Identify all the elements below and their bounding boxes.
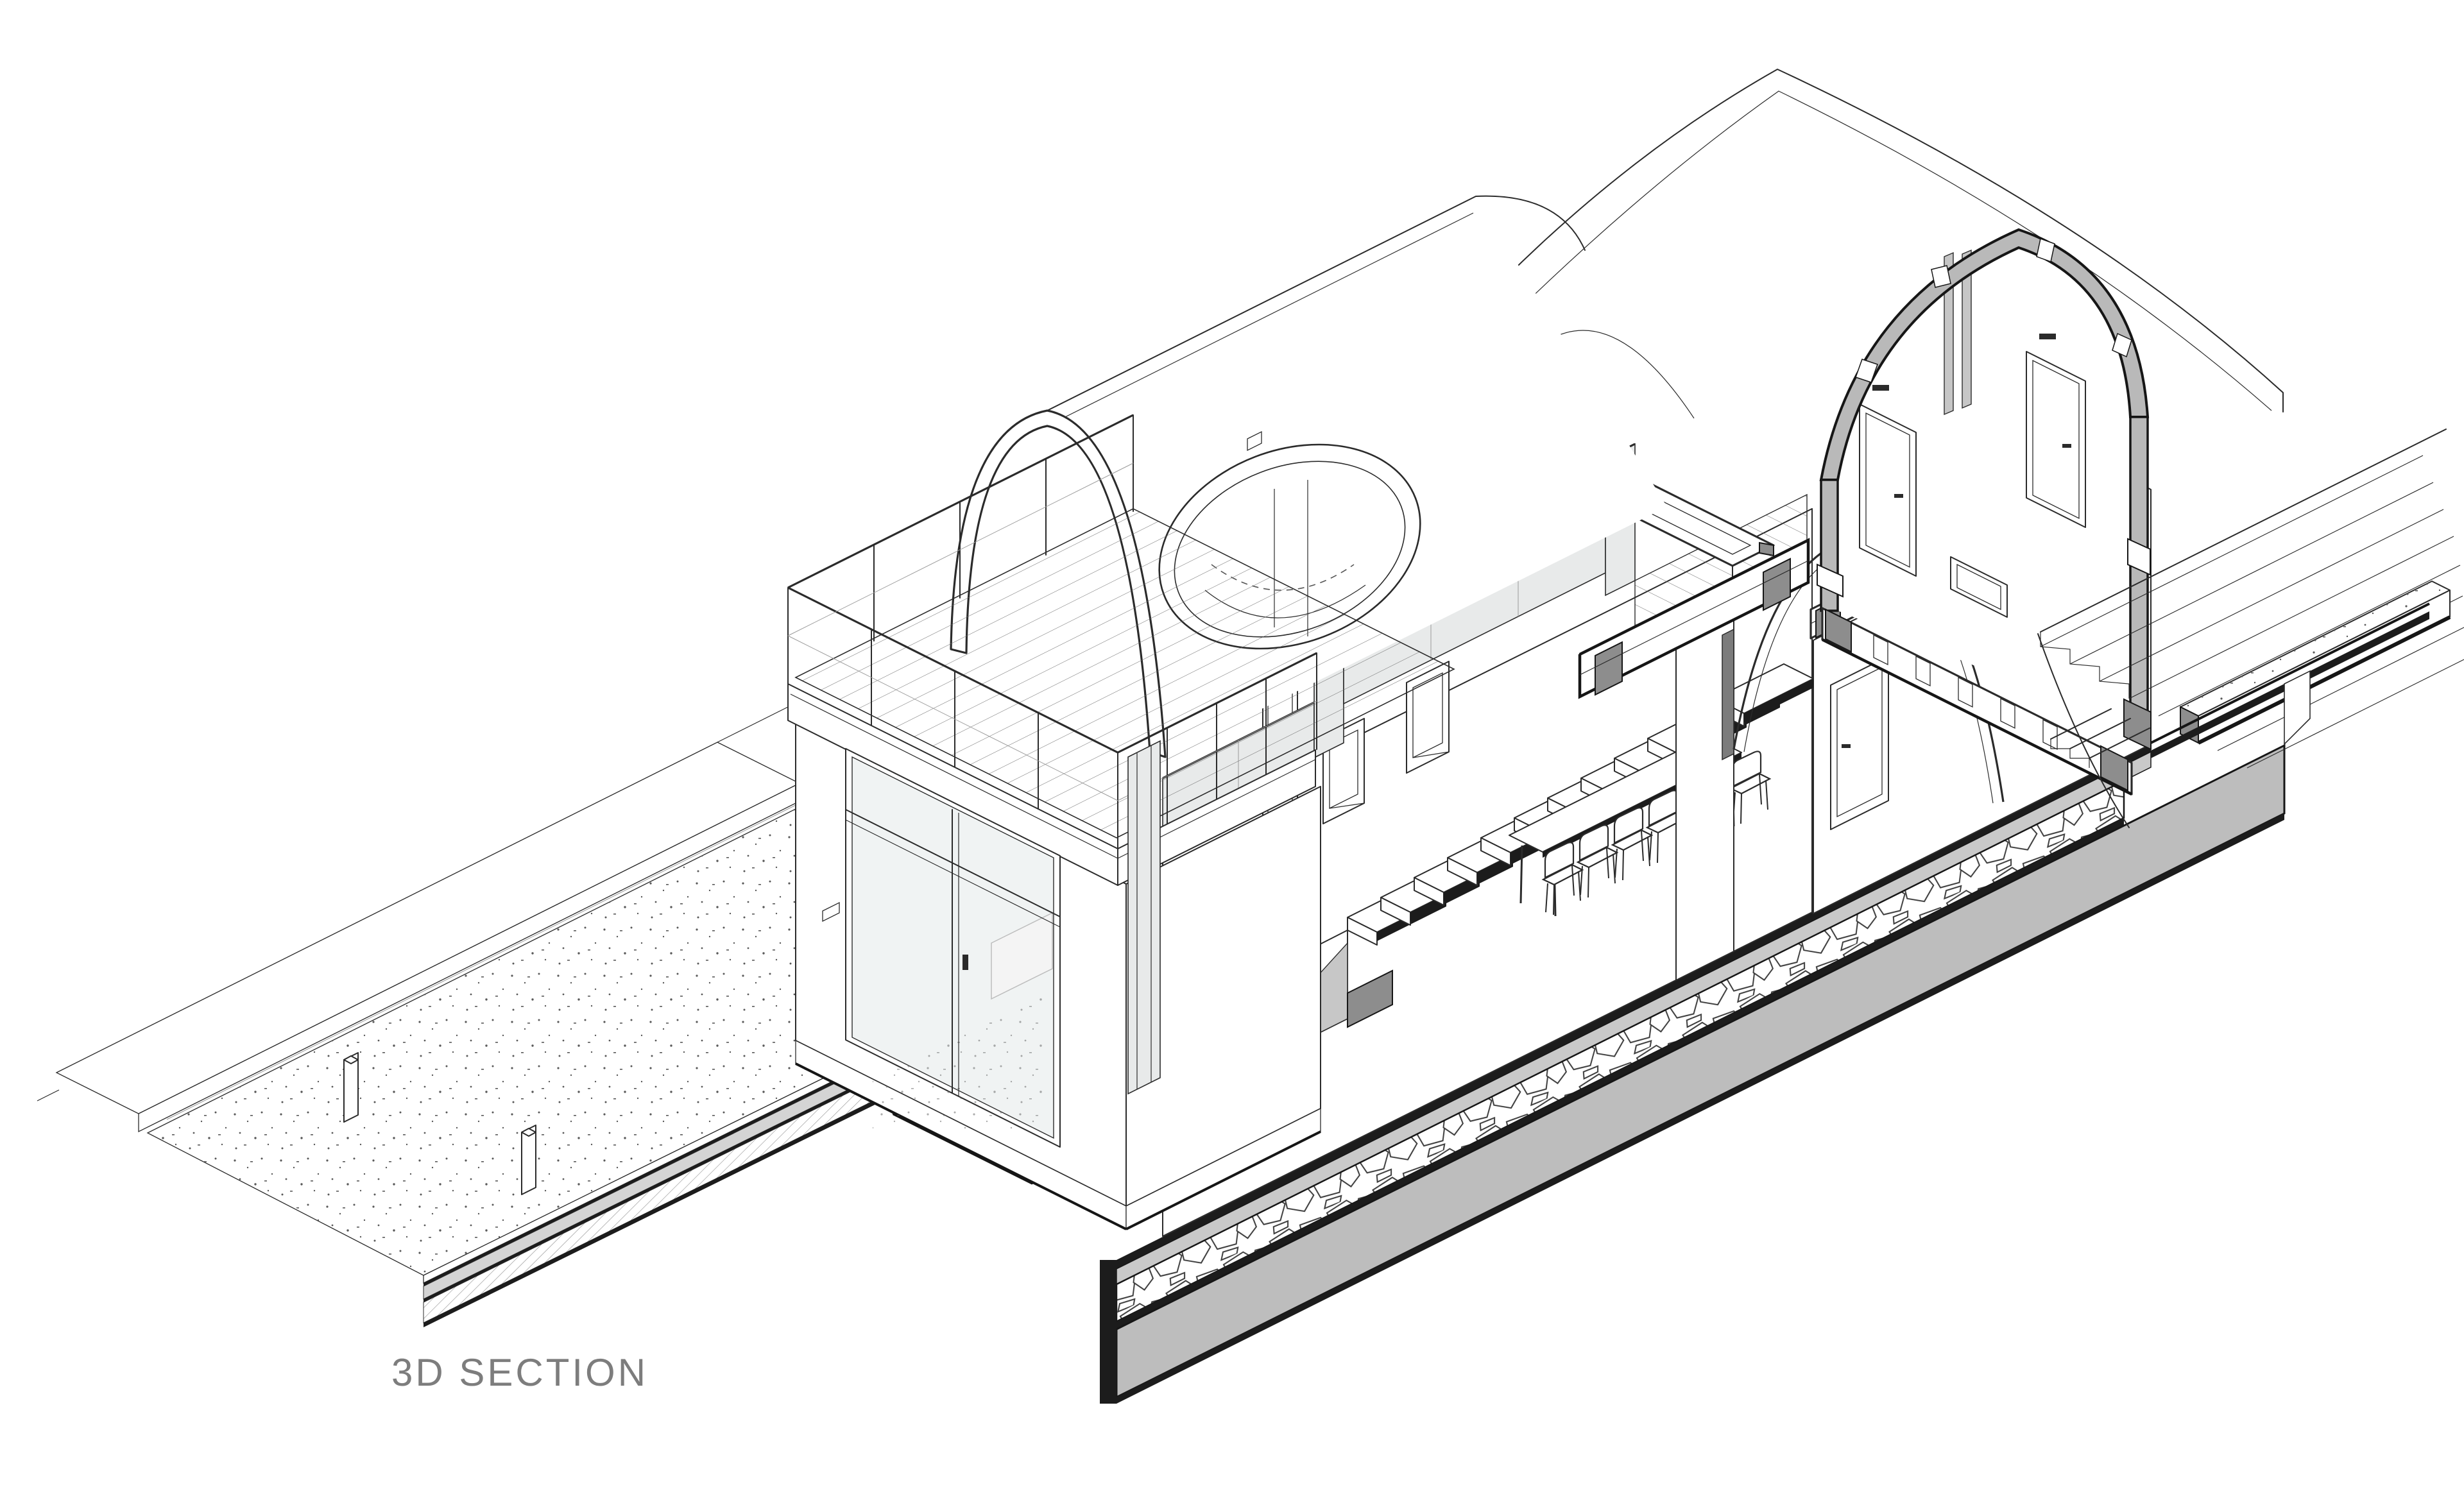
door-handle [1894,494,1903,498]
skylight-hidden-line [1211,564,1355,591]
hanging-mullion [1944,251,1954,416]
walkway-slab [2150,602,2430,758]
stair-dark-block [1347,969,1393,1028]
gable-window-niche [1950,556,2008,618]
exterior-stairs [2037,429,2464,828]
window-niche [1406,661,1450,774]
hanging-mullion [1962,249,1972,409]
bollard [343,1052,359,1123]
terrace-parapet [1117,749,1316,886]
vault-left-ridge [1047,195,1586,411]
interior-floor-speckle [873,991,1046,1129]
stairs-top-edge [2040,429,2447,633]
stairs-left-curve [2037,633,2130,828]
door-handle [1842,744,1851,748]
drawing-caption: 3D SECTION [391,1351,648,1394]
pier-cut-slot [1722,628,1734,761]
junction-glazing [1127,740,1161,1095]
upper-door [2026,334,2086,528]
wall-lamp [822,901,840,923]
sectioned-arch-gable [1817,228,2152,796]
bollard [521,1125,536,1195]
entrance-cube [787,683,1321,1230]
interior-furniture-hint [991,912,1053,1000]
door-handle [963,955,968,970]
landing-floor-cut [1578,538,1810,699]
terrain-line [37,1089,60,1101]
sliding-glass-door [845,748,1061,1148]
terrace-deck [794,508,1455,838]
upper-door [1859,385,1917,577]
ground-floor-door [1830,656,1889,830]
ground-floor-arch [1675,535,2005,981]
roof-terrace [787,414,1455,849]
door-handle [2062,444,2071,448]
stair-nosings [2040,455,2464,769]
terrace-railing [787,414,1317,849]
arch-jamb [1817,416,2152,751]
door-head-vent [2039,334,2056,339]
gable-floor-cut [1821,607,2133,796]
door-head-vent [1872,385,1889,391]
stairs-lower-steps [2050,708,2150,768]
roof-vent [1247,430,1262,452]
